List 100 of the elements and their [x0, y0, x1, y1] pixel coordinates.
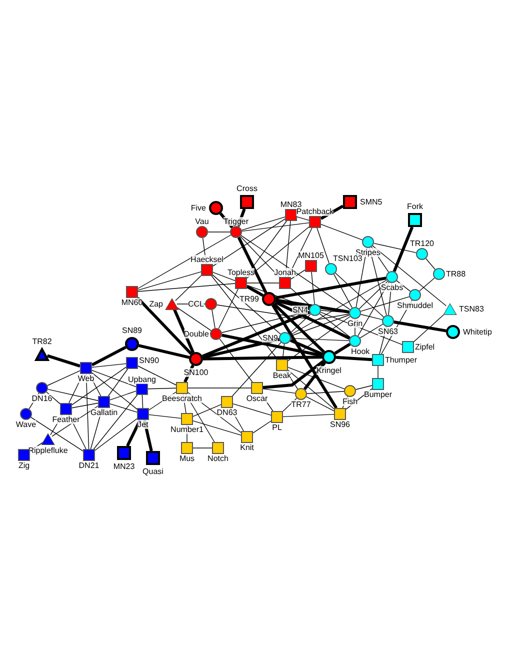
edge-line	[192, 404, 222, 417]
edge-line	[358, 282, 390, 336]
node-label: DN16	[32, 394, 52, 403]
edge-line	[175, 275, 202, 301]
edge-line	[202, 338, 280, 359]
node-label: SN63	[378, 327, 398, 336]
edge-line	[202, 356, 322, 360]
edge-line	[48, 388, 98, 401]
edge-line	[91, 346, 126, 366]
edge-line	[282, 398, 298, 412]
node-label: Double	[184, 330, 209, 338]
node-label: PL	[272, 423, 282, 432]
node-label: DN21	[78, 461, 100, 470]
edge-line	[290, 339, 324, 356]
node-label: SN89	[122, 326, 142, 335]
node-label: Jonah	[274, 268, 296, 277]
node-label: MN105	[298, 251, 324, 260]
node-label: Zap	[149, 300, 163, 308]
edge-line	[241, 216, 286, 231]
edge-line	[320, 224, 363, 240]
edge-line	[46, 392, 60, 404]
edge-line	[202, 310, 310, 358]
edge-line	[47, 370, 80, 386]
node-label: SN96	[330, 420, 350, 429]
node-label: SMN5	[360, 198, 382, 206]
edge-line	[316, 228, 330, 264]
edge-line	[290, 314, 350, 336]
edge-line	[46, 354, 80, 368]
edge-line	[311, 272, 315, 304]
edge-line	[136, 296, 192, 355]
edge-line	[246, 285, 264, 297]
edge-line	[392, 226, 414, 272]
node-label: SN9	[262, 334, 278, 342]
edge-line	[289, 314, 311, 334]
node-label: Cross	[236, 184, 258, 193]
edge-line	[219, 338, 253, 382]
node-label: MN83	[280, 200, 302, 209]
edge-line	[92, 363, 126, 368]
node-label: Beescratch	[162, 394, 202, 403]
edge-line	[320, 204, 344, 220]
node-label: Jet	[138, 420, 148, 429]
node-label: Zipfel	[415, 342, 435, 352]
node-label: Trigger	[223, 217, 249, 226]
node-label: TR120	[410, 239, 434, 248]
edge-line	[360, 314, 383, 320]
edge-line	[360, 324, 384, 338]
node-label: Knit	[240, 443, 254, 452]
edge-line	[320, 312, 402, 345]
edge-line	[319, 313, 351, 338]
node-label: Kringel	[316, 366, 342, 375]
edge-line	[216, 304, 350, 320]
edge-line	[148, 414, 182, 419]
edge-line	[92, 372, 138, 410]
edge-line	[288, 366, 345, 390]
edge-line	[271, 304, 338, 409]
edge-line	[138, 366, 176, 386]
edge-line	[396, 280, 411, 292]
edge-line	[252, 420, 272, 434]
node-label: TSN103	[333, 254, 362, 263]
edge-line	[276, 276, 386, 300]
edge-line	[94, 418, 138, 451]
edge-line	[355, 385, 372, 390]
edge-line	[108, 368, 128, 396]
node-label: Thumper	[385, 356, 418, 364]
edge-line	[246, 282, 280, 284]
edge-line	[262, 360, 324, 389]
edge-line	[276, 298, 350, 314]
edge-line	[240, 235, 350, 310]
node-label: Five	[190, 204, 206, 212]
node-label: TR77	[291, 400, 311, 409]
edge-line	[72, 402, 98, 408]
node-label: Quasi	[142, 467, 164, 476]
edge-line	[290, 280, 388, 336]
edge-line	[138, 344, 190, 359]
node-label: TR82	[32, 337, 52, 346]
node-label: Ripplefluke	[28, 446, 68, 455]
node-label: Notch	[208, 454, 228, 463]
node-label: Patchback	[296, 207, 334, 216]
node-label: Gallatin	[90, 408, 118, 417]
edge-line	[306, 391, 344, 394]
edge-line	[296, 216, 310, 221]
edge-line	[303, 362, 326, 390]
edge-line	[342, 396, 348, 408]
edge-line	[110, 390, 136, 400]
node-label: DN63	[216, 408, 238, 417]
edge-line	[237, 236, 268, 294]
node-label: Fork	[407, 202, 423, 211]
edge-line	[138, 283, 236, 292]
node-label: Whitetip	[463, 328, 492, 336]
edge-line	[272, 302, 326, 354]
edge-line	[148, 388, 176, 390]
edge-line	[232, 403, 272, 416]
edge-line	[172, 308, 195, 354]
edge-line	[138, 271, 202, 291]
edge-line	[335, 272, 384, 318]
edge-line	[262, 388, 296, 394]
node-label: Wave	[16, 420, 36, 429]
edge-line	[306, 396, 334, 412]
edge-line	[282, 414, 334, 418]
node-label: Haecksel	[190, 255, 224, 264]
